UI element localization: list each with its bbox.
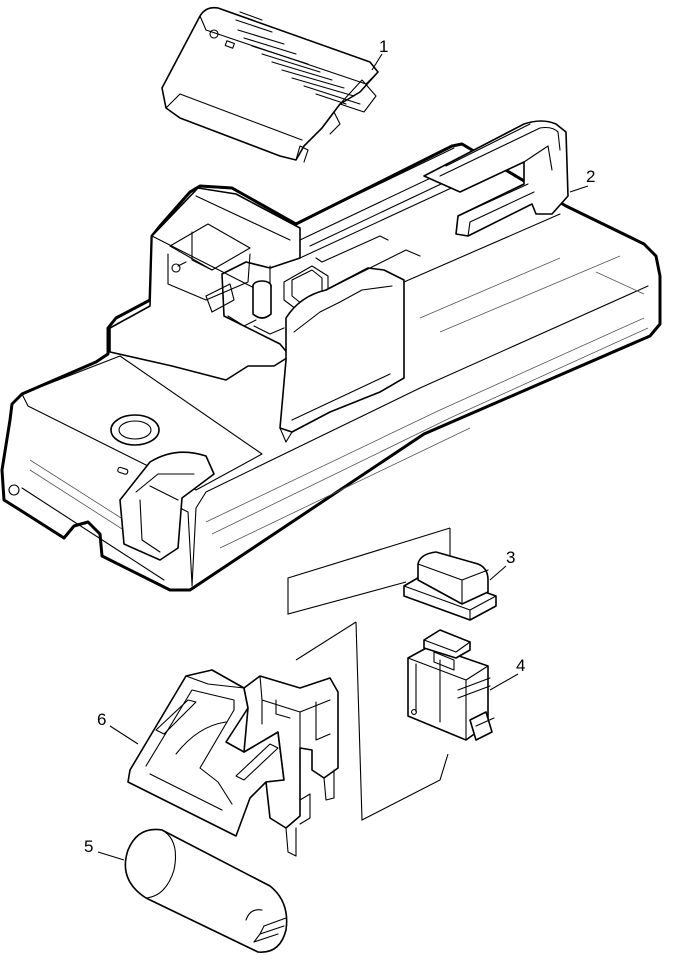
part-3-rocker-switch	[403, 551, 497, 621]
leader-line-2	[569, 185, 589, 193]
part-label-5: 5	[84, 837, 93, 856]
leader-line-4	[489, 673, 519, 691]
leader-line-1	[371, 53, 383, 71]
part-label-6: 6	[97, 710, 106, 729]
leader-line-6	[109, 725, 139, 745]
part-label-3: 3	[506, 548, 515, 567]
cover-vent-slots	[235, 11, 361, 105]
assembly-lines	[287, 527, 451, 821]
part-6-bracket	[127, 669, 339, 857]
part-1-top-cover	[161, 6, 379, 163]
part-2-main-housing	[0, 120, 662, 592]
part-label-2: 2	[586, 167, 595, 186]
leader-line-3	[489, 565, 507, 581]
part-4-contact-block	[407, 629, 495, 741]
part-label-4: 4	[516, 656, 525, 675]
leader-line-5	[97, 851, 125, 861]
part-label-1: 1	[379, 37, 388, 56]
part-5-capacitor	[124, 828, 288, 953]
